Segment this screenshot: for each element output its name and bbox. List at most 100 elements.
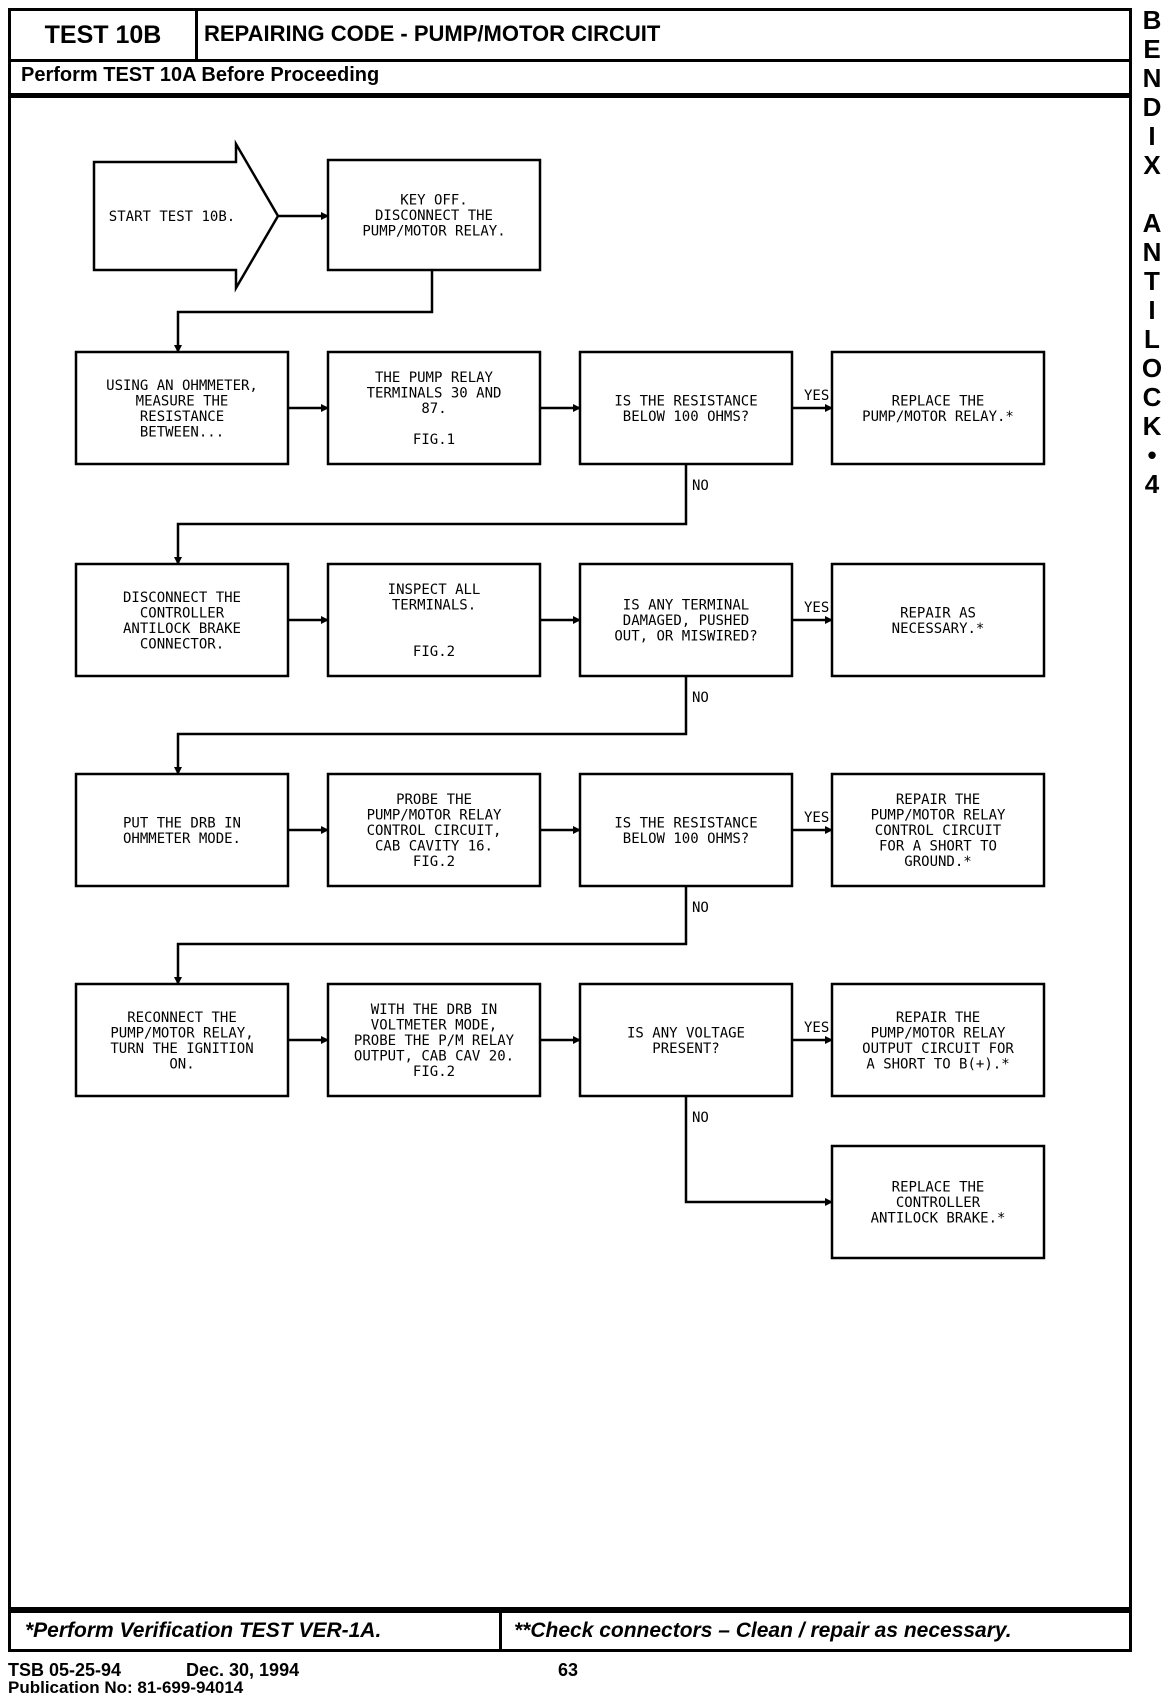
no-connector	[174, 464, 688, 565]
node-text-line: DISCONNECT THE	[375, 208, 493, 224]
result-replace-relay-box	[830, 350, 1046, 466]
node-text-line: MEASURE THE	[136, 393, 229, 409]
node-text-line: CONNECTOR.	[140, 636, 224, 652]
step-disconnect-controller-box	[74, 562, 290, 678]
side-brand-letter: •	[1147, 440, 1157, 470]
result-repair-short-ground-box	[830, 772, 1046, 888]
node-text-line: RESISTANCE	[140, 409, 224, 425]
node-text-line: INSPECT ALL	[388, 582, 481, 598]
node-text-line: TURN THE IGNITION	[110, 1041, 253, 1057]
test-number: TEST 10B	[8, 8, 198, 62]
connector-note: **Check connectors – Clean / repair as n…	[502, 1610, 1132, 1652]
side-brand-letter: O	[1141, 353, 1163, 383]
node-text-line: TERMINALS 30 AND	[367, 386, 502, 402]
step-reconnect-relay-box	[74, 982, 290, 1098]
step-measure-resistance: USING AN OHMMETER,MEASURE THERESISTANCEB…	[74, 350, 290, 466]
node-text-line: OHMMETER MODE.	[123, 831, 241, 847]
yes-label: YES	[804, 1020, 829, 1036]
node-text-line: BELOW 100 OHMS?	[623, 831, 749, 847]
node-text-line: PUMP/MOTOR RELAY.*	[862, 409, 1014, 425]
side-brand-letter: K	[1142, 411, 1162, 441]
publication-number: Publication No: 81-699-94014	[8, 1678, 244, 1697]
flow-nodes: START TEST 10B.KEY OFF.DISCONNECT THEPUM…	[74, 139, 1046, 1260]
step-drb-ohmmeter-box	[74, 772, 290, 888]
node-text-line: FIG.2	[413, 644, 455, 660]
start-arrow-shape	[92, 139, 280, 293]
result-repair-necessary-box	[830, 562, 1046, 678]
node-text-line: IS ANY VOLTAGE	[627, 1025, 745, 1041]
step-measure-resistance-box	[74, 350, 290, 466]
node-text-line: VOLTMETER MODE,	[371, 1018, 497, 1034]
no-label: NO	[692, 478, 709, 494]
node-text-line: 87.	[421, 401, 446, 417]
node-text-line: NECESSARY.*	[892, 621, 985, 637]
step-probe-output-box	[326, 982, 542, 1098]
side-brand-letter: X	[1143, 150, 1161, 180]
node-text-line: CAB CAVITY 16.	[375, 839, 493, 855]
node-text-line: OUT, OR MISWIRED?	[614, 629, 757, 645]
node-text-line: IS THE RESISTANCE	[614, 815, 757, 831]
node-text-line: ON.	[169, 1056, 194, 1072]
node-text-line: IS ANY TERMINAL	[623, 598, 749, 614]
decision-terminal-damage-box	[578, 562, 794, 678]
node-text-line: FIG.2	[413, 1064, 455, 1080]
issue-date: Dec. 30, 1994	[186, 1660, 300, 1680]
node-text-line: WITH THE DRB IN	[371, 1002, 497, 1018]
node-text-line: PROBE THE P/M RELAY	[354, 1033, 515, 1049]
decision-resistance-1-box	[578, 350, 794, 466]
node-text-line: PUMP/MOTOR RELAY	[367, 808, 502, 824]
node-text-line: REPLACE THE	[892, 1180, 985, 1196]
node-text-line: PUMP/MOTOR RELAY	[871, 808, 1006, 824]
side-brand-letter: 4	[1144, 469, 1160, 499]
yes-label: YES	[804, 388, 829, 404]
step-disconnect-relay-box	[326, 158, 542, 272]
side-brand-letter: E	[1143, 34, 1161, 64]
start-node: START TEST 10B.	[92, 139, 280, 293]
verification-note: *Perform Verification TEST VER-1A.	[8, 1610, 502, 1652]
node-text-line: KEY OFF.	[400, 193, 467, 209]
prerequisite-note: Perform TEST 10A Before Proceeding	[8, 62, 1132, 96]
side-brand-letter: I	[1148, 295, 1156, 325]
node-text-line: PUMP/MOTOR RELAY	[871, 1025, 1006, 1041]
node-text-line: RECONNECT THE	[127, 1010, 237, 1026]
step-relay-terminals-box	[326, 350, 542, 466]
node-text-line: OUTPUT, CAB CAV 20.	[354, 1049, 514, 1065]
side-brand-letter: D	[1142, 92, 1162, 122]
node-text-line: CONTROLLER	[140, 605, 225, 621]
node-text-line: PUMP/MOTOR RELAY.	[362, 224, 505, 240]
node-text-line: FIG.2	[413, 854, 455, 870]
node-text-line: PUT THE DRB IN	[123, 815, 241, 831]
tsb-number: TSB 05-25-94	[8, 1660, 122, 1680]
no-connector	[684, 1096, 833, 1206]
node-text-line: ANTILOCK BRAKE.*	[871, 1211, 1006, 1227]
node-text-line: BETWEEN...	[140, 424, 224, 440]
node-text-line: START TEST 10B.	[109, 209, 235, 225]
node-text-line: ANTILOCK BRAKE	[123, 621, 241, 637]
flowchart-frame	[8, 96, 1132, 1610]
node-text-line: REPLACE THE	[892, 393, 985, 409]
node-text-line: DAMAGED, PUSHED	[623, 613, 749, 629]
step-probe-control-circuit-box	[326, 772, 542, 888]
yes-label: YES	[804, 600, 829, 616]
node-text-line: PUMP/MOTOR RELAY,	[110, 1025, 253, 1041]
node-text-line: USING AN OHMMETER,	[106, 378, 258, 394]
no-connector	[174, 886, 688, 985]
flow-connectors	[174, 212, 833, 1206]
side-brand-letter: N	[1142, 63, 1162, 93]
node-text-line: REPAIR THE	[896, 1010, 980, 1026]
node-text-line: CONTROL CIRCUIT,	[367, 823, 502, 839]
node-text-line: CONTROL CIRCUIT	[875, 823, 1002, 839]
node-text-line: A SHORT TO B(+).*	[866, 1056, 1009, 1072]
